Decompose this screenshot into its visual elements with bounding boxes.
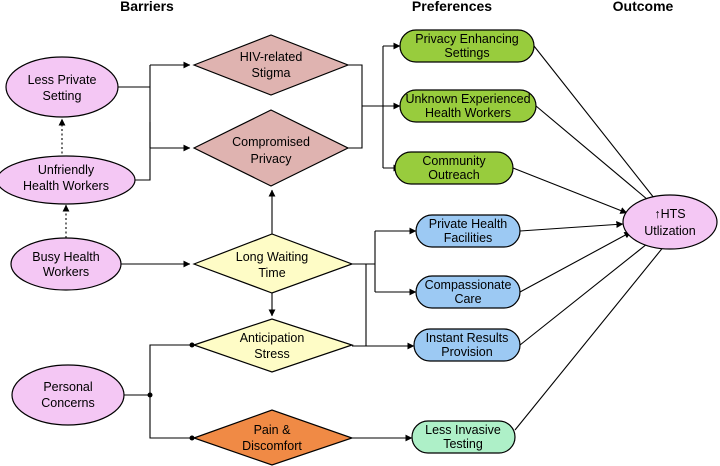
unfriendly-health-workers-node: Unfriendly Health Workers xyxy=(0,155,136,205)
outcome-heading: Outcome xyxy=(613,0,674,14)
instant-results-provision-line-1: Instant Results xyxy=(426,331,509,345)
community-outreach-node: Community Outreach xyxy=(394,151,514,185)
personal-concerns-node: Personal Concerns xyxy=(11,364,125,426)
edge-community-outreach-to-hts xyxy=(512,167,628,214)
long-waiting-time-node: Long Waiting Time xyxy=(192,233,354,294)
long-waiting-time-line-2: Time xyxy=(258,266,285,280)
instant-results-provision-node: Instant Results Provision xyxy=(413,328,521,362)
private-health-facilities-line-2: Facilities xyxy=(444,231,493,245)
edges xyxy=(58,42,670,442)
edge-unknown-experienced-to-hts xyxy=(535,105,661,211)
edge-compassionate-to-hts xyxy=(519,231,632,293)
edge-privacy-enhancing-to-hts xyxy=(533,45,663,209)
unfriendly-health-workers-line-2: Health Workers xyxy=(23,179,109,193)
edge-unfriendly-to-bracket xyxy=(135,122,151,181)
busy-health-workers-line-2: Workers xyxy=(43,265,89,279)
anticipation-stress-line-1: Anticipation xyxy=(240,331,305,345)
community-outreach-line-1: Community xyxy=(422,154,486,168)
edge-instant-results-to-hts xyxy=(519,235,658,346)
unknown-experienced-line-2: Health Workers xyxy=(425,106,511,120)
private-health-facilities-line-1: Private Health xyxy=(429,217,508,231)
privacy-enhancing-settings-line-2: Settings xyxy=(444,46,489,60)
preferences-heading: Preferences xyxy=(412,0,492,14)
personal-concerns-line-1: Personal xyxy=(43,380,92,394)
less-private-setting-line-2: Setting xyxy=(43,89,82,103)
hiv-related-stigma-line-1: HIV-related xyxy=(240,50,303,64)
anticipation-stress-line-2: Stress xyxy=(254,347,289,361)
compromised-privacy-node: Compromised Privacy xyxy=(192,109,350,187)
compassionate-care-line-2: Care xyxy=(454,292,481,306)
edge-concerns-to-pain-bracket xyxy=(149,395,195,441)
less-private-setting-node: Less Private Setting xyxy=(5,56,119,118)
community-outreach-line-2: Outreach xyxy=(428,168,479,182)
less-invasive-testing-line-1: Less Invasive xyxy=(425,423,501,437)
compromised-privacy-line-1: Compromised xyxy=(232,135,310,149)
hts-utilization-node: ↑HTS Utlization xyxy=(622,194,718,250)
compromised-privacy-line-2: Privacy xyxy=(251,152,293,166)
busy-health-workers-node: Busy Health Workers xyxy=(10,237,122,291)
hts-utilization-line-1: ↑HTS xyxy=(654,207,685,221)
unknown-experienced-line-1: Unknown Experienced xyxy=(405,92,530,106)
edge-private-health-to-hts xyxy=(519,220,624,232)
barriers-heading: Barriers xyxy=(120,0,174,14)
unknown-experienced-health-workers-node: Unknown Experienced Health Workers xyxy=(399,89,537,123)
privacy-enhancing-settings-line-1: Privacy Enhancing xyxy=(415,32,519,46)
privacy-enhancing-settings-node: Privacy Enhancing Settings xyxy=(399,29,535,63)
less-invasive-testing-node: Less Invasive Testing xyxy=(411,420,516,454)
hts-utilization-line-2: Utlization xyxy=(644,224,695,238)
pain-discomfort-line-1: Pain & xyxy=(254,423,291,437)
private-health-facilities-node: Private Health Facilities xyxy=(415,214,521,248)
unfriendly-health-workers-line-1: Unfriendly xyxy=(38,163,95,177)
compassionate-care-line-1: Compassionate xyxy=(425,278,512,292)
pain-discomfort-line-2: Discomfort xyxy=(242,439,302,453)
hiv-related-stigma-line-2: Stigma xyxy=(252,66,291,80)
personal-concerns-line-2: Concerns xyxy=(41,396,95,410)
anticipation-stress-node: Anticipation Stress xyxy=(192,318,354,373)
less-invasive-testing-line-2: Testing xyxy=(443,437,483,451)
edge-right-bracket xyxy=(346,64,363,149)
hiv-related-stigma-node: HIV-related Stigma xyxy=(192,34,350,96)
less-private-setting-line-1: Less Private xyxy=(28,73,97,87)
instant-results-provision-line-2: Provision xyxy=(441,345,492,359)
pain-discomfort-node: Pain & Discomfort xyxy=(192,409,354,466)
busy-health-workers-line-1: Busy Health xyxy=(32,250,99,264)
edge-less-invasive-to-hts xyxy=(514,239,670,431)
long-waiting-time-line-1: Long Waiting xyxy=(236,250,309,264)
compassionate-care-node: Compassionate Care xyxy=(415,275,521,309)
edge-concerns-to-stress-bracket xyxy=(147,342,195,398)
